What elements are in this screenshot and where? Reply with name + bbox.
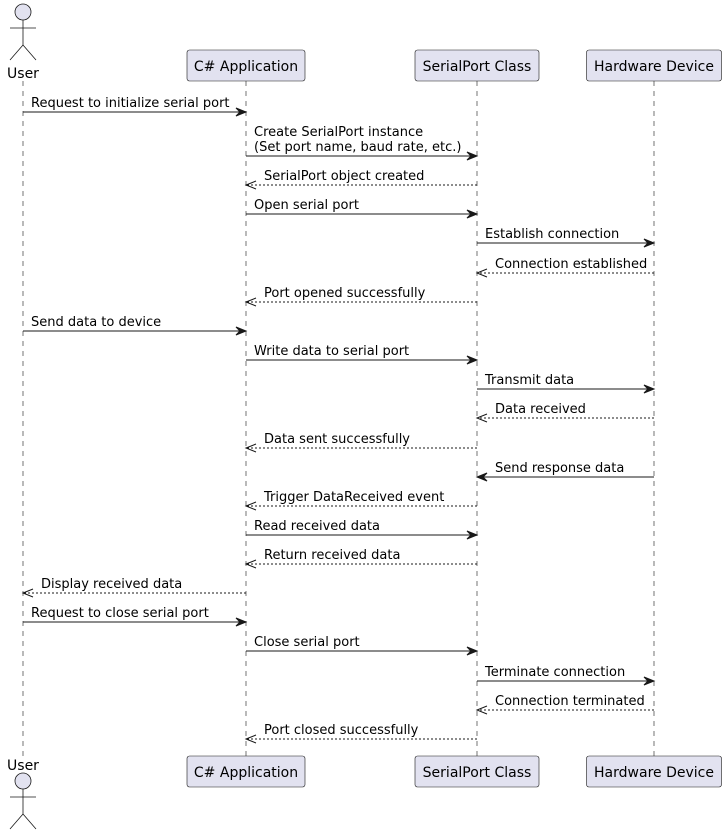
message-label: Close serial port xyxy=(254,635,360,650)
message-label: Send response data xyxy=(495,461,624,476)
arrowhead-open xyxy=(475,413,488,423)
arrowhead-filled xyxy=(643,384,656,394)
message-label: Terminate connection xyxy=(484,665,625,680)
message-21: Connection terminated xyxy=(475,694,654,715)
participant-box xyxy=(186,755,306,788)
message-18: Request to close serial port xyxy=(23,606,248,627)
message-label: (Set port name, baud rate, etc.) xyxy=(254,140,461,155)
actor-leg-right xyxy=(22,44,37,61)
message-11: Data received xyxy=(475,402,654,423)
arrowhead-filled xyxy=(235,107,248,117)
message-label: Open serial port xyxy=(254,198,359,213)
arrowhead-open xyxy=(244,501,257,511)
arrowhead-open xyxy=(244,443,257,453)
arrowhead-filled xyxy=(643,676,656,686)
message-label: Request to initialize serial port xyxy=(31,96,230,111)
participant-label: SerialPort Class xyxy=(423,765,532,781)
message-7: Port opened successfully xyxy=(244,286,477,307)
message-label: SerialPort object created xyxy=(264,169,424,184)
arrowhead-open xyxy=(244,734,257,744)
message-10: Transmit data xyxy=(477,373,656,394)
arrowhead-filled xyxy=(643,238,656,248)
actor-user-top: User xyxy=(7,3,39,82)
message-12: Data sent successfully xyxy=(244,432,477,453)
message-label: Display received data xyxy=(41,577,182,592)
participant-label: SerialPort Class xyxy=(423,59,532,75)
message-label: Send data to device xyxy=(31,315,161,330)
participant-box xyxy=(586,49,722,82)
arrowhead-open xyxy=(21,588,34,598)
arrowhead-filled xyxy=(466,355,479,365)
participant-device-bottom: Hardware Device xyxy=(586,755,722,788)
participant-app-bottom: C# Application xyxy=(186,755,306,788)
message-label: Return received data xyxy=(264,548,400,563)
message-22: Port closed successfully xyxy=(244,723,477,744)
participant-label: C# Application xyxy=(194,765,298,781)
message-19: Close serial port xyxy=(246,635,479,656)
participant-label: Hardware Device xyxy=(594,765,714,781)
arrowhead-filled xyxy=(466,530,479,540)
participant-label: User xyxy=(7,758,39,774)
message-label: Establish connection xyxy=(485,227,619,242)
message-label: Trigger DataReceived event xyxy=(263,490,444,505)
participant-box xyxy=(586,755,722,788)
message-label: Connection terminated xyxy=(495,694,645,709)
arrowhead-filled xyxy=(235,617,248,627)
arrowhead-filled xyxy=(466,151,479,161)
arrowhead-filled xyxy=(466,646,479,656)
message-label: Read received data xyxy=(254,519,380,534)
message-8: Send data to device xyxy=(23,315,248,336)
participant-box xyxy=(414,755,540,788)
message-4: Open serial port xyxy=(246,198,479,219)
message-label: Request to close serial port xyxy=(31,606,209,621)
arrowhead-filled xyxy=(235,326,248,336)
arrowhead-open xyxy=(244,297,257,307)
participant-box xyxy=(186,49,306,82)
arrowhead-open xyxy=(475,268,488,278)
participant-app-top: C# Application xyxy=(186,49,306,82)
message-label: Port closed successfully xyxy=(264,723,419,738)
message-9: Write data to serial port xyxy=(246,344,479,365)
messages: Request to initialize serial portCreate … xyxy=(21,96,656,744)
message-20: Terminate connection xyxy=(477,665,656,686)
arrowhead-filled xyxy=(466,209,479,219)
actor-head xyxy=(14,772,32,790)
actor-head xyxy=(14,3,32,21)
message-5: Establish connection xyxy=(477,227,656,248)
message-label: Connection established xyxy=(495,257,647,272)
participant-label: User xyxy=(7,66,39,82)
message-label: Write data to serial port xyxy=(254,344,409,359)
message-15: Read received data xyxy=(246,519,479,540)
actor-leg-right xyxy=(22,813,37,830)
participant-label: C# Application xyxy=(194,59,298,75)
message-label: Data sent successfully xyxy=(264,432,410,447)
participant-label: Hardware Device xyxy=(594,59,714,75)
message-2: Create SerialPort instance(Set port name… xyxy=(246,125,479,161)
participant-serial-top: SerialPort Class xyxy=(414,49,540,82)
arrowhead-open xyxy=(244,180,257,190)
actor-user-bottom: User xyxy=(7,758,39,830)
actor-leg-left xyxy=(9,44,24,61)
arrowhead-filled xyxy=(475,472,488,482)
lifelines xyxy=(22,81,655,756)
message-17: Display received data xyxy=(21,577,246,598)
participant-serial-bottom: SerialPort Class xyxy=(414,755,540,788)
message-label: Port opened successfully xyxy=(264,286,426,301)
message-1: Request to initialize serial port xyxy=(23,96,248,117)
message-13: Send response data xyxy=(475,461,654,482)
participant-device-top: Hardware Device xyxy=(586,49,722,82)
message-label: Create SerialPort instance xyxy=(254,125,423,140)
message-label: Data received xyxy=(495,402,586,417)
arrowhead-open xyxy=(475,705,488,715)
message-14: Trigger DataReceived event xyxy=(244,490,477,511)
message-16: Return received data xyxy=(244,548,477,569)
message-6: Connection established xyxy=(475,257,654,278)
message-3: SerialPort object created xyxy=(244,169,477,190)
message-label: Transmit data xyxy=(484,373,574,388)
participant-box xyxy=(414,49,540,82)
actor-leg-left xyxy=(9,813,24,830)
arrowhead-open xyxy=(244,559,257,569)
